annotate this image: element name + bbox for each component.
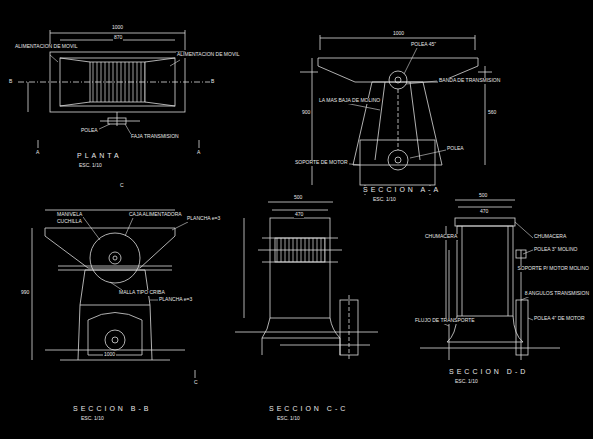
drawing-label: CUCHILLA xyxy=(56,219,83,225)
drawing-label: A xyxy=(196,150,201,156)
view-title: SECCION B-B xyxy=(72,405,153,413)
drawing-label: PLANCHA e=3 xyxy=(186,216,221,222)
drawing-label: BANDA DE TRANSMISION xyxy=(438,78,501,84)
drawing-label: POLEA xyxy=(80,128,99,134)
drawing-label: FAJA TRANSMISION xyxy=(130,134,180,140)
drawing-label: 1000 xyxy=(111,25,124,31)
section-d-d xyxy=(420,200,560,360)
drawing-label: C xyxy=(119,183,125,189)
drawing-label: ESC. 1/10 xyxy=(454,379,479,385)
drawing-label: 870 xyxy=(113,35,123,41)
view-title: SECCION D-D xyxy=(448,368,529,376)
drawing-label: B xyxy=(8,79,13,85)
drawing-label: LA MAS BAJA DE MOLINO xyxy=(318,98,381,104)
drawing-label: ESC. 1/10 xyxy=(78,163,103,169)
drawing-label: 8 ANGULOS TRANSMISION xyxy=(524,291,590,297)
section-c-c xyxy=(235,202,378,360)
drawing-label: POLEA 3" MOLINO xyxy=(533,247,578,253)
drawing-label: POLEA xyxy=(446,146,465,152)
section-b-b xyxy=(32,210,195,378)
drawing-label: FLUJO DE TRANSPORTE xyxy=(414,318,476,324)
drawing-label: MALLA TIPO CRIBA xyxy=(118,290,166,296)
drawing-label: A xyxy=(35,150,40,156)
drawing-label: B xyxy=(210,79,215,85)
drawing-label: 990 xyxy=(20,290,30,296)
drawing-label: CAJA ALIMENTADORA xyxy=(128,212,183,218)
drawing-label: SOPORTE P/ MOTOR MOLINO xyxy=(517,266,591,272)
drawing-label: ALIMENTACION DE MOVIL xyxy=(14,44,78,50)
drawing-label: ALIMENTACION DE MOVIL xyxy=(176,52,240,58)
drawing-label: 1000 xyxy=(103,352,116,358)
drawing-label: POLEA 45" xyxy=(410,42,437,48)
view-title: PLANTA xyxy=(76,152,123,160)
drawing-label: 1000 xyxy=(392,31,405,37)
drawing-label: CHUMACERA xyxy=(424,234,458,240)
drawing-label: PLANCHA e=3 xyxy=(158,297,193,303)
drawing-label: C xyxy=(193,380,199,386)
drawing-label: SOPORTE DE MOTOR xyxy=(294,160,349,166)
drawing-label: ESC. 1/10 xyxy=(276,416,301,422)
drawing-label: POLEA 4" DE MOTOR xyxy=(533,316,586,322)
drawing-label: CHUMACERA xyxy=(533,234,567,240)
drawing-label: ESC. 1/10 xyxy=(372,197,397,203)
view-title: SECCION C-C xyxy=(268,405,349,413)
drawing-label: 470 xyxy=(479,209,489,215)
drawing-label: ESC. 1/10 xyxy=(80,416,105,422)
section-a-a xyxy=(300,35,492,195)
view-title: SECCION A-A xyxy=(362,186,442,194)
drawing-label: 500 xyxy=(478,193,488,199)
drawing-label: 470 xyxy=(294,212,304,218)
drawing-label: 500 xyxy=(293,195,303,201)
drawing-label: 560 xyxy=(487,110,497,116)
drawing-label: MANIVELA xyxy=(56,212,83,218)
leader-lines xyxy=(50,48,533,326)
drawing-label: 900 xyxy=(301,110,311,116)
